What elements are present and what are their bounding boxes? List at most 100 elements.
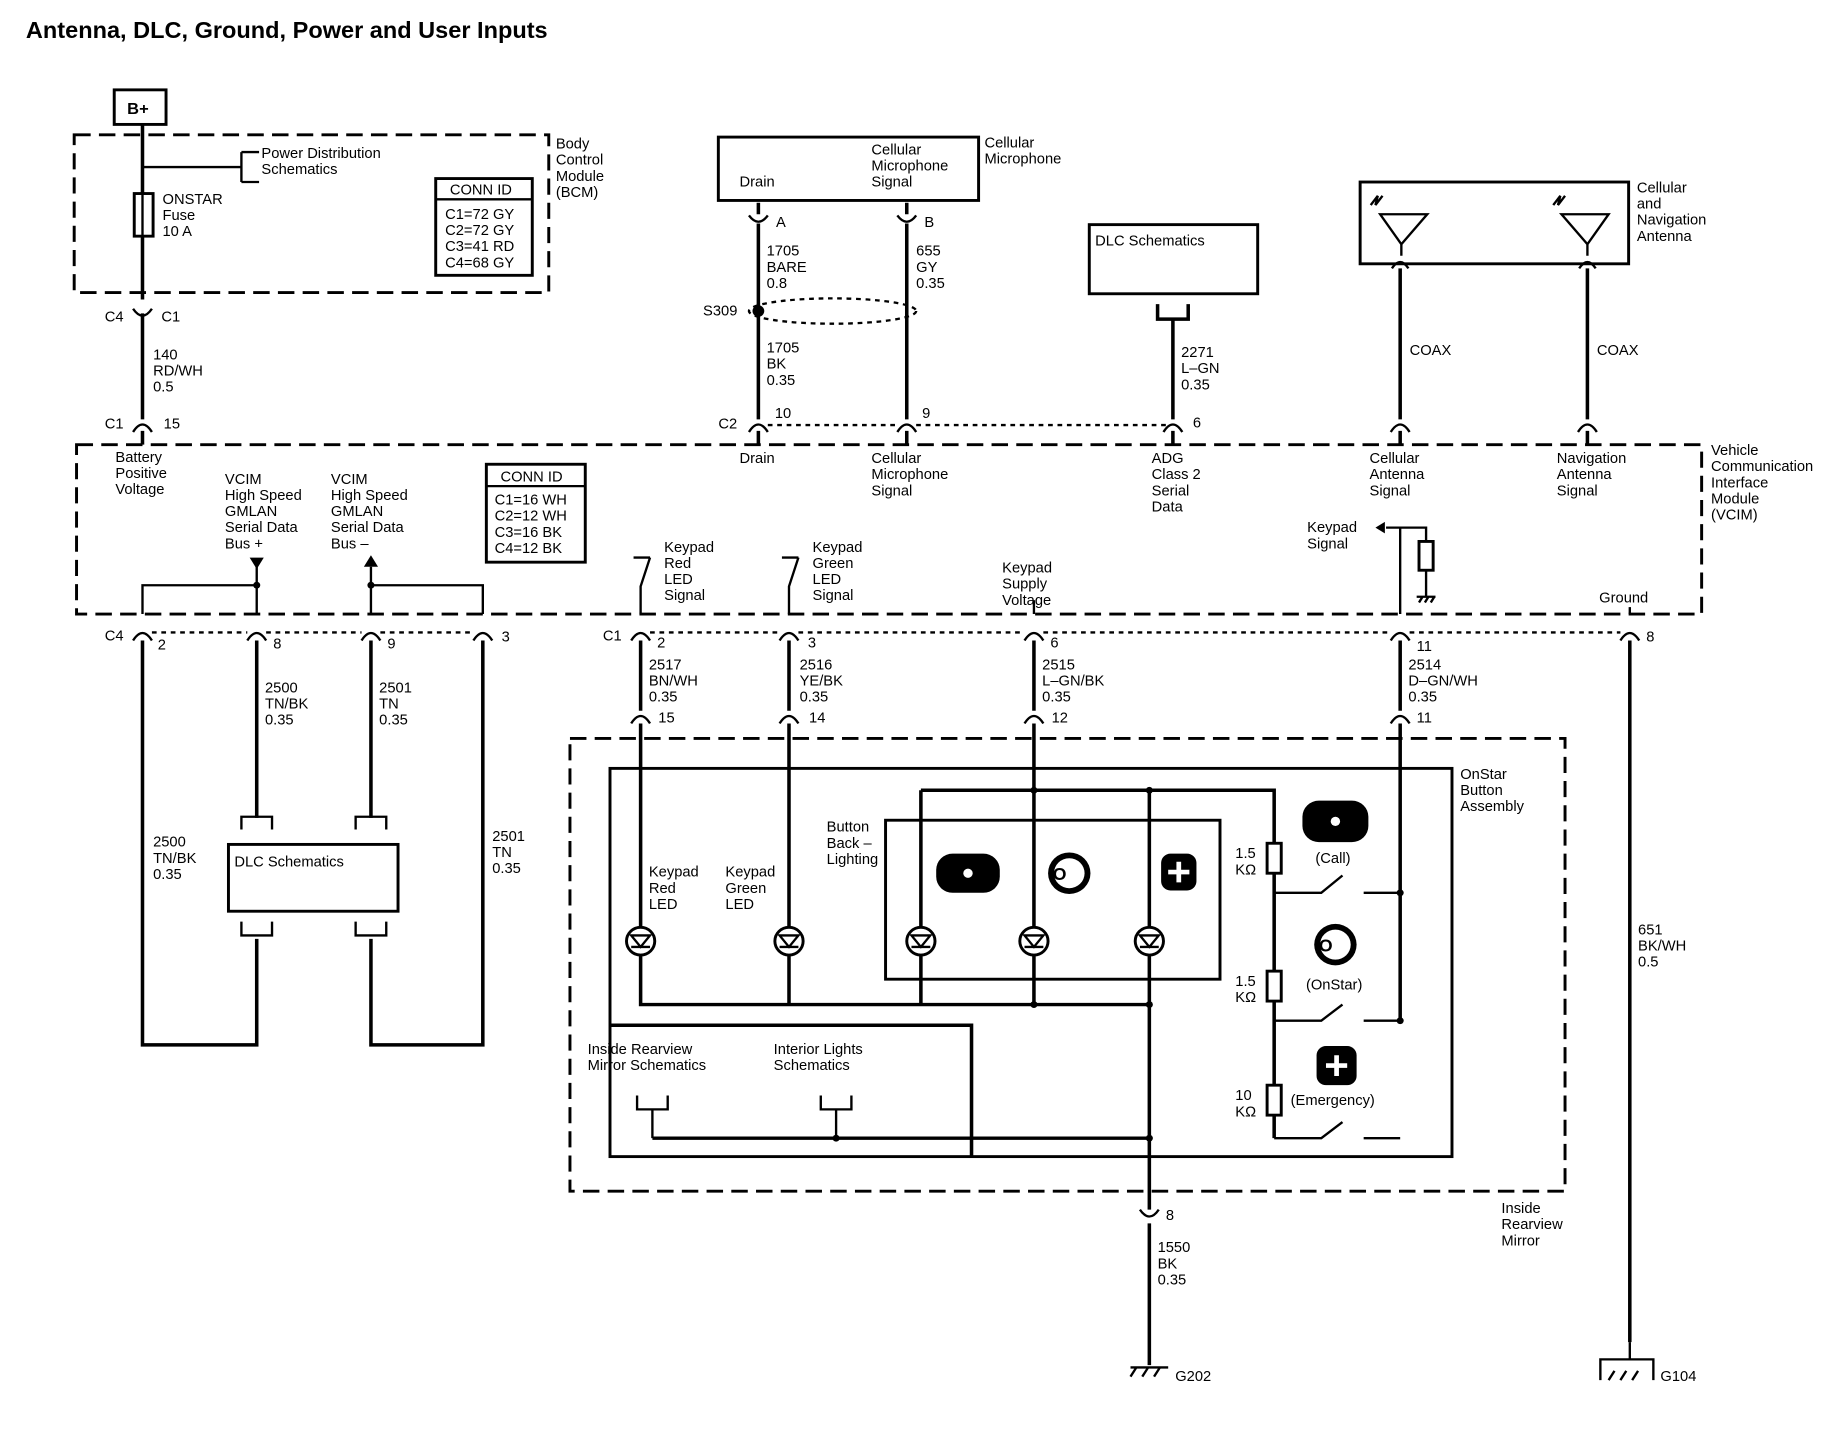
dlc-schematics-top [1087, 223, 1260, 296]
btn-call-label: (Call) [1315, 851, 1350, 867]
bcm-conn-id-title: CONN ID [450, 183, 512, 199]
ground-g202-symbol [1129, 1366, 1169, 1378]
resistor-call [1265, 841, 1283, 875]
pin-8-c4: 8 [273, 637, 281, 653]
switch-onstar [1274, 1003, 1401, 1022]
ground-g104-symbol [1599, 1342, 1655, 1381]
dlc-label-top: DLC Schematics [1095, 234, 1205, 250]
pin-12-mirror: 12 [1052, 710, 1068, 726]
coax-label-1: COAX [1410, 343, 1452, 359]
vcim-drain-label: Drain [740, 451, 775, 467]
pin-3-c1: 3 [808, 636, 816, 652]
power-bplus-label: B+ [127, 100, 149, 118]
pin-14-mirror: 14 [809, 710, 825, 726]
svg-text:O: O [1053, 864, 1067, 884]
resistor-onstar [1265, 969, 1283, 1003]
vcim-c1-label-top: C1 [105, 417, 124, 433]
pin-11-c1: 11 [1417, 639, 1432, 655]
btn-emergency-label: (Emergency) [1291, 1093, 1375, 1109]
switch-call [1274, 874, 1401, 894]
bcm-boundary [72, 133, 551, 295]
bcm-c1-label: C1 [161, 310, 180, 326]
btn-onstar-label: (OnStar) [1306, 978, 1362, 994]
led-icons [625, 925, 1165, 957]
wire-2500 [140, 640, 259, 1047]
ground-g104-label: G104 [1660, 1369, 1696, 1385]
button-icons: O O [936, 800, 1369, 1086]
pin-6-c1: 6 [1050, 636, 1058, 652]
pin-8-ground: 8 [1646, 630, 1654, 646]
pin-2-c4: 2 [158, 638, 166, 654]
vcim-c4-label: C4 [105, 629, 124, 645]
switch-emergency [1274, 1121, 1401, 1140]
bcm-c4-label: C4 [105, 310, 124, 326]
inside-rearview-mirror-boundary [568, 736, 1567, 1193]
pin-8-mirror: 8 [1166, 1208, 1174, 1224]
pin-9-c4: 9 [387, 637, 395, 653]
vcim-ground-label: Ground [1599, 591, 1648, 607]
pin-15-mirror: 15 [658, 710, 674, 726]
pin-10: 10 [775, 406, 791, 422]
resistor-emergency [1265, 1083, 1283, 1117]
mic-drain-label: Drain [740, 175, 775, 191]
splice-s309 [752, 305, 765, 317]
svg-text:O: O [1319, 936, 1333, 956]
vcim-c1-label-bottom: C1 [603, 629, 622, 645]
dlc-schematics-bottom [226, 842, 400, 913]
wire-2501 [369, 640, 485, 1047]
ground-g202-label: G202 [1175, 1369, 1211, 1385]
pin-2-c1: 2 [657, 636, 665, 652]
pin-11-mirror: 11 [1417, 710, 1432, 726]
diagram-title: Antenna, DLC, Ground, Power and User Inp… [26, 17, 548, 43]
vcim-c2-label: C2 [718, 417, 737, 433]
button-backlighting-box [884, 818, 1222, 981]
pin-15-top: 15 [164, 417, 180, 433]
